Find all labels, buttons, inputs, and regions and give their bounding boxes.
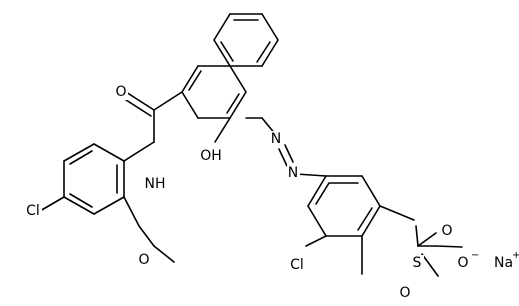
amide-nh-label: NH: [145, 176, 166, 192]
carbonyl-oxygen-label: O: [115, 84, 126, 100]
azo-nitrogen-1-label: N: [271, 131, 281, 147]
bond-lines: [39, 13, 463, 277]
hydroxyl-label: OH: [200, 148, 222, 164]
azo-nitrogen-2-label: N: [288, 165, 298, 181]
chloro-right-label: Cl: [290, 257, 304, 273]
atom-labels: O NH OH N N Cl O Cl S O O O − Na +: [24, 84, 519, 301]
sulfonate-charge-label: −: [471, 250, 479, 261]
sulfonyl-oxygen-bottom-label: O: [399, 285, 410, 301]
chloro-left-label: Cl: [26, 203, 40, 219]
sulfur-label: S: [413, 255, 422, 271]
sulfonate-oxygen-label: O: [457, 255, 468, 271]
sodium-label: Na: [494, 255, 513, 271]
sodium-charge-label: +: [512, 250, 519, 261]
sulfonyl-oxygen-top-label: O: [441, 223, 452, 239]
methoxy-oxygen-label: O: [138, 252, 149, 268]
